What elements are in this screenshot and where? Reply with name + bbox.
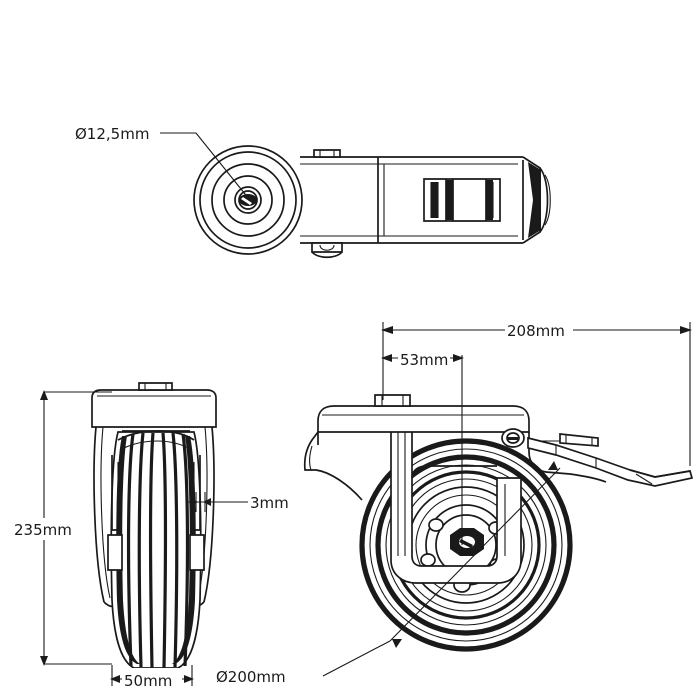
bore-diameter-dimension: Ø12,5mm bbox=[75, 125, 250, 200]
offset-length-dimension: 53mm bbox=[381, 348, 464, 545]
front-view: 235mm 50mm 3mm bbox=[12, 382, 294, 690]
wheel-diameter-dimension: Ø200mm bbox=[216, 461, 561, 686]
side-view-top-plate bbox=[303, 394, 607, 501]
top-view-wheel bbox=[193, 145, 303, 255]
offset-length-label: 53mm bbox=[400, 351, 448, 369]
side-view: 208mm 53mm Ø200mm bbox=[216, 319, 694, 686]
bore-diameter-label: Ø12,5mm bbox=[75, 125, 149, 143]
overall-height-label: 235mm bbox=[14, 521, 72, 539]
top-view-swivel-tabs bbox=[311, 149, 343, 259]
front-view-top-plate bbox=[91, 382, 217, 428]
wheel-diameter-label: Ø200mm bbox=[216, 668, 286, 686]
top-view: Ø12,5mm bbox=[75, 125, 551, 259]
side-view-brake-lever bbox=[527, 433, 694, 487]
top-view-housing bbox=[300, 156, 551, 244]
total-length-dimension: 208mm bbox=[381, 319, 692, 466]
overall-height-dimension: 235mm bbox=[12, 390, 112, 666]
tread-gap-label: 3mm bbox=[250, 494, 289, 512]
wheel-width-label: 50mm bbox=[124, 672, 172, 690]
front-view-bracket bbox=[107, 430, 205, 571]
front-view-wheel bbox=[110, 430, 202, 669]
tread-gap-dimension: 3mm bbox=[188, 491, 294, 513]
wheel-width-dimension: 50mm bbox=[110, 665, 194, 690]
side-view-fork bbox=[390, 424, 522, 584]
total-length-label: 208mm bbox=[507, 322, 565, 340]
